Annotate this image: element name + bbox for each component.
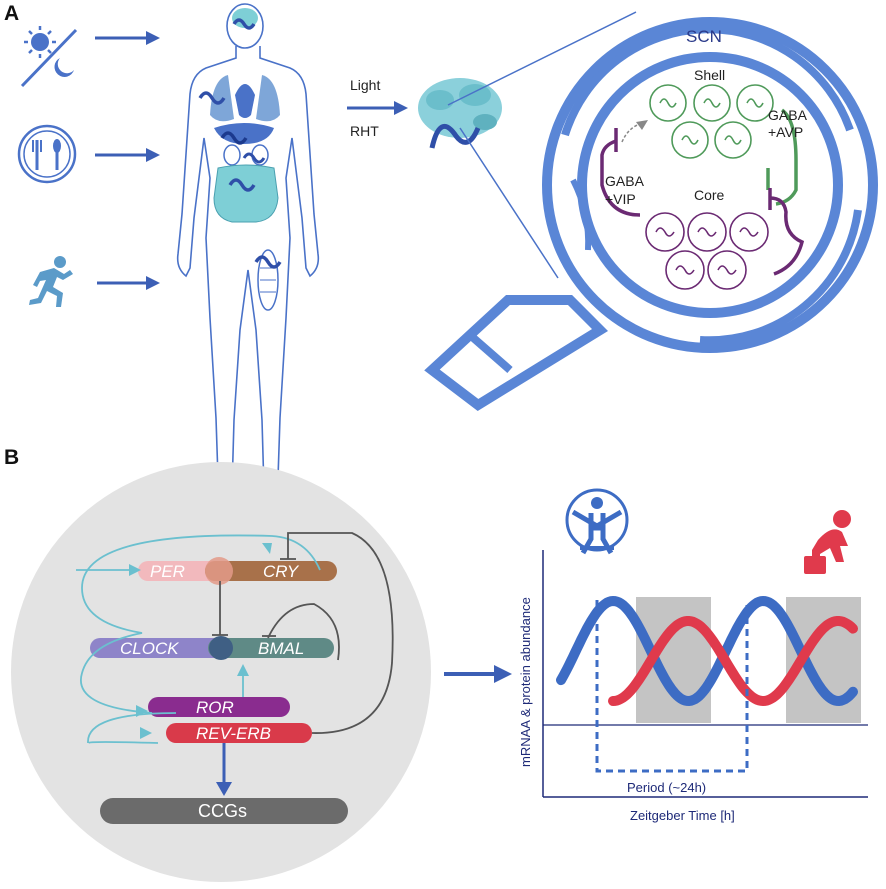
abundance-chart: Period (~24h) Zeitgeber Time [h] mRNAA &… bbox=[518, 550, 868, 823]
arrowhead bbox=[140, 727, 152, 739]
heart-organ bbox=[235, 84, 255, 118]
rht-label: RHT bbox=[350, 123, 379, 139]
shell-neurons bbox=[649, 84, 774, 159]
healthy-human-icon bbox=[565, 488, 629, 555]
arrowhead bbox=[216, 782, 232, 796]
period-bracket bbox=[595, 600, 749, 773]
avp-projection bbox=[775, 108, 798, 206]
magnifier-handle bbox=[424, 295, 609, 412]
arrowhead bbox=[394, 101, 408, 115]
vip-signal-arrow bbox=[621, 123, 641, 143]
reverb-gene-bar bbox=[166, 723, 312, 743]
muscle-organ bbox=[257, 249, 279, 311]
arrowhead bbox=[636, 120, 648, 130]
human-body-outline bbox=[176, 3, 320, 491]
period-label: Period (~24h) bbox=[627, 780, 706, 795]
cry-label: CRY bbox=[263, 562, 300, 581]
clock-gene-bar bbox=[90, 638, 238, 658]
arrowhead bbox=[146, 31, 160, 45]
light-dark-cycle-icon bbox=[20, 26, 78, 88]
ccgs-bar bbox=[100, 798, 348, 824]
intestine-organ bbox=[213, 164, 279, 223]
clock-wave-icon bbox=[429, 123, 481, 149]
brain-icon bbox=[418, 78, 502, 149]
light-label: Light bbox=[350, 77, 380, 93]
clock-wave-icon bbox=[254, 255, 282, 269]
cry-gene-bar bbox=[205, 561, 337, 581]
gaba-avp-line2: +AVP bbox=[768, 124, 803, 140]
arrowhead bbox=[129, 564, 141, 576]
clock-bmal-overlap bbox=[209, 636, 233, 660]
zoom-line-bottom bbox=[459, 127, 559, 279]
gaba-vip-line2: +VIP bbox=[605, 191, 636, 207]
clock-wave-icon bbox=[232, 18, 256, 30]
arrowhead bbox=[237, 664, 249, 676]
clock-wave-icon bbox=[198, 91, 226, 105]
clock-label: CLOCK bbox=[120, 639, 179, 658]
scn-label: SCN bbox=[686, 27, 722, 46]
per-label: PER bbox=[150, 562, 185, 581]
lungs-right bbox=[256, 75, 280, 122]
clock-wave-icon bbox=[220, 131, 248, 145]
bmal-gene-bar bbox=[208, 638, 334, 658]
reverb-label: REV-ERB bbox=[196, 724, 271, 743]
core-label: Core bbox=[694, 187, 725, 203]
brain-organ bbox=[232, 8, 258, 28]
shell-label: Shell bbox=[694, 67, 725, 83]
arrowhead bbox=[146, 276, 160, 290]
clock-wave-icon bbox=[242, 152, 266, 164]
gaba-avp-line1: GABA bbox=[768, 107, 808, 123]
arrowhead bbox=[136, 705, 148, 717]
panel-a-letter: A bbox=[4, 2, 19, 25]
vip-projection bbox=[600, 139, 641, 217]
clock-wave-icon bbox=[228, 178, 256, 192]
series-red-line bbox=[608, 616, 858, 707]
zoom-line-top bbox=[447, 11, 637, 106]
exercise-icon bbox=[29, 256, 73, 307]
kidney-organ bbox=[223, 144, 241, 166]
gaba-vip-line1: GABA bbox=[605, 173, 645, 189]
magnifier-glass bbox=[542, 17, 878, 353]
panel-b-letter: B bbox=[4, 446, 19, 469]
ccgs-label: CCGs bbox=[198, 801, 247, 821]
ror-label: ROR bbox=[196, 698, 234, 717]
arrowhead bbox=[494, 665, 512, 683]
liver-organ bbox=[214, 123, 274, 144]
sad-person-icon bbox=[804, 510, 851, 574]
core-neurons bbox=[645, 212, 769, 290]
per-cry-overlap bbox=[205, 557, 233, 585]
core-projection-right bbox=[769, 196, 805, 276]
arrowhead bbox=[262, 543, 272, 554]
ror-gene-bar bbox=[148, 697, 290, 717]
y-axis-label: mRNAA & protein abundance bbox=[518, 597, 533, 767]
bmal-label: BMAL bbox=[258, 639, 304, 658]
muscle-fibers bbox=[260, 267, 276, 293]
arrowhead bbox=[146, 148, 160, 162]
food-icon bbox=[17, 124, 77, 184]
x-axis-label: Zeitgeber Time [h] bbox=[630, 808, 735, 823]
repression-arrows bbox=[212, 532, 394, 734]
